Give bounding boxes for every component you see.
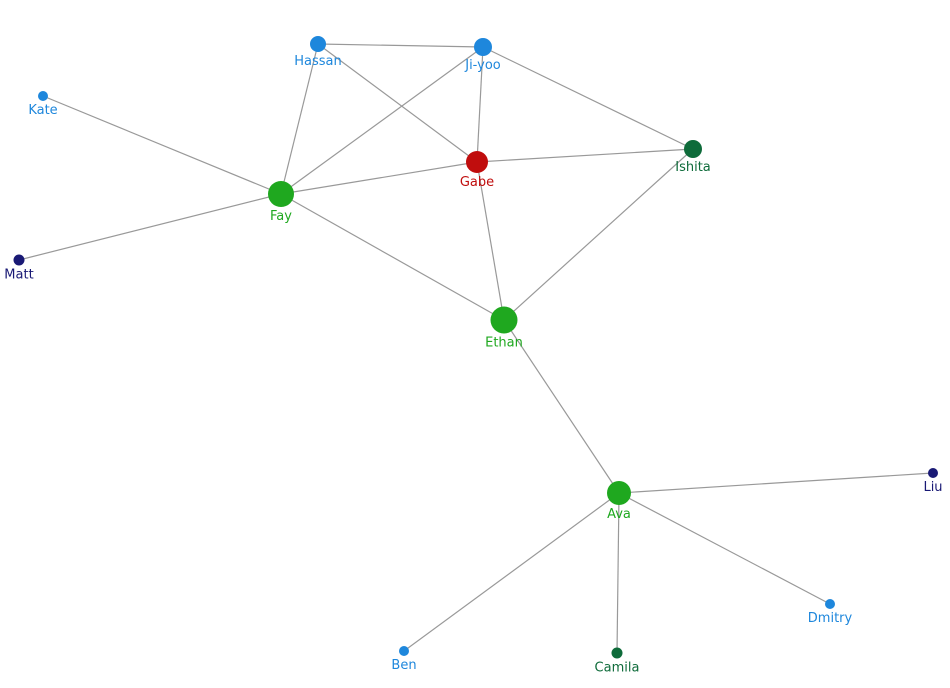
node-kate[interactable] [38,91,48,101]
node-label-ava: Ava [607,507,631,522]
node-liu[interactable] [928,468,938,478]
node-label-liu: Liu [923,480,942,495]
node-label-dmitry: Dmitry [808,611,853,626]
edge-hassan-gabe [317,43,478,163]
node-label-kate: Kate [28,103,57,118]
node-label-gabe: Gabe [460,175,494,190]
edge-hassan-fay [280,43,319,195]
edge-kate-fay [42,95,282,195]
node-label-ji-yoo: Ji-yoo [464,58,501,73]
edge-ji-yoo-ishita [482,46,694,150]
node-matt[interactable] [13,254,25,266]
node-label-matt: Matt [4,268,33,283]
node-ethan[interactable] [490,306,518,334]
node-camila[interactable] [611,647,623,659]
edge-gabe-ethan [476,161,505,321]
node-label-ben: Ben [391,658,416,673]
edge-gabe-ishita [476,148,694,163]
node-ava[interactable] [607,481,631,505]
edge-ava-camila [616,492,620,654]
edge-matt-fay [18,193,282,261]
node-label-hassan: Hassan [294,54,342,69]
edge-ava-liu [618,472,934,494]
node-gabe[interactable] [466,151,488,173]
edge-ava-ben [403,492,620,652]
node-ben[interactable] [399,646,409,656]
node-ji-yoo[interactable] [474,38,492,56]
edge-fay-gabe [280,161,478,195]
edge-ishita-ethan [503,148,694,321]
edge-ethan-ava [503,319,620,494]
node-dmitry[interactable] [825,599,835,609]
node-fay[interactable] [268,181,294,207]
edge-fay-ethan [280,193,505,321]
edge-hassan-ji-yoo [317,43,484,48]
node-label-camila: Camila [595,661,640,676]
edge-ji-yoo-fay [280,46,484,195]
node-label-ishita: Ishita [675,160,711,175]
node-label-fay: Fay [270,209,292,224]
edge-ji-yoo-gabe [476,46,484,163]
node-label-ethan: Ethan [485,336,523,351]
edge-ava-dmitry [618,492,831,605]
node-hassan[interactable] [310,36,326,52]
node-ishita[interactable] [684,140,702,158]
